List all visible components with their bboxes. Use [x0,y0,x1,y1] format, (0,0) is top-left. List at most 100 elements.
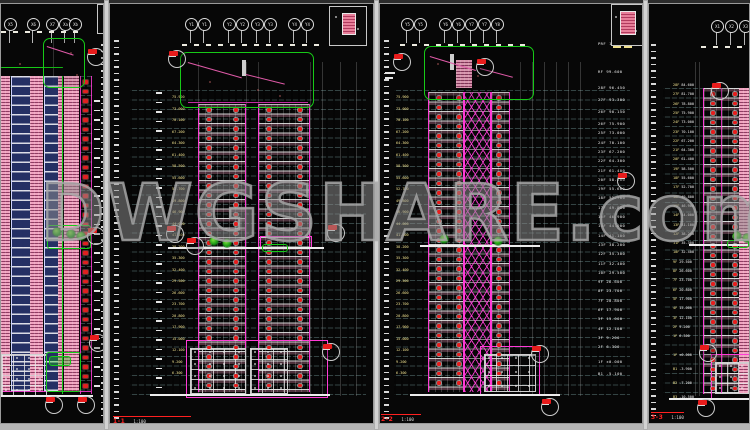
podium-green-outline [46,352,81,392]
floor-marker [234,174,238,178]
grid-bubble: Y6 [439,18,452,31]
detail-marker-tag [618,173,627,178]
level-dash [94,261,100,263]
ruler-tick [651,271,656,273]
ruler-tick [651,388,656,390]
ruler-tick [101,89,103,91]
level-row: 61.400 [396,152,409,157]
floor-marker [457,324,461,328]
ruler-tick [101,135,103,137]
floor-marker [298,203,302,207]
level-value: 44.000 [609,223,626,229]
floor-marker [497,115,501,119]
floor-marker [267,298,271,302]
level-label: 17F [598,204,607,210]
floor-marker [83,184,88,188]
detail-marker-tag [394,54,403,59]
floor-marker [267,203,271,207]
ruler-tick [101,291,103,293]
detail-marker-bar [88,54,95,55]
title-underline [651,412,684,413]
floor-marker [457,191,461,195]
level-value: 29.500 [609,269,626,275]
tree-icon [743,234,749,242]
level-value: ±0.000 [679,353,692,357]
floor-marker [711,234,715,238]
floor-marker [711,272,715,276]
level-row: 6.300 [396,371,407,375]
ruler-tick [101,297,103,299]
ruler-tick [384,118,389,120]
floor-marker [234,307,238,311]
drawing-title-label: 3-3 [651,414,664,421]
level-dash [156,196,162,198]
ruler-tick [101,388,103,390]
level-value: -7.200 [679,381,692,385]
level-label: 6F [598,307,604,312]
level-label: 7F [598,297,604,303]
detail-marker-bar [78,402,85,403]
ruler-tick [114,300,119,302]
level-value: 73.000 [609,130,626,136]
ruler-tick [651,128,656,130]
floor-marker [457,200,461,204]
grid-bubble: Y3 [251,18,264,31]
level-dash [156,320,162,322]
floor-marker [711,168,715,172]
ruler-tick [114,417,119,419]
level-row: 29.500 [172,279,185,283]
level-dash [156,234,162,236]
floor-marker [207,241,211,245]
level-label: 8F [673,269,678,273]
ruler-tick [651,167,656,169]
detail-marker-tag [700,345,709,350]
ruler-tick [101,193,103,195]
level-dash [94,290,100,292]
level-dash [156,263,162,265]
level-dash [94,271,100,273]
floor-marker [437,286,441,290]
detail-marker-tag [323,344,332,349]
level-dash [156,120,162,122]
ruler-tick [384,196,389,198]
level-row: 32.400 [172,267,185,272]
ruler-tick [651,291,656,293]
floor-marker [437,105,441,109]
floor-marker [733,111,737,115]
grid-line-v [544,62,545,396]
grid-bubble: X2 [725,20,738,33]
floor-marker [457,343,461,347]
grid-bubble: Y2 [223,18,236,31]
detail-marker-bar [542,404,549,405]
ruler-tick [114,105,119,107]
level-value: 12.100 [679,315,692,320]
detail-marker-tag [78,397,87,402]
grid-bubble-label: Y7 [469,21,474,27]
level-row: 55.600 [396,175,409,180]
level-value: ±0.000 [606,359,623,364]
ruler-tick [101,362,103,364]
base-line [150,394,330,396]
floor-marker [437,267,441,271]
level-row: 26.600 [396,290,409,295]
floor-marker [733,244,737,248]
roof-post [450,54,454,70]
bubble-stem [51,29,52,43]
floor-marker [298,241,302,245]
ruler-tick [114,222,119,224]
ruler-tick [384,79,389,81]
dimension-tick [194,44,199,46]
ruler-tick [101,154,103,156]
floor-marker [83,108,88,112]
floor-marker [457,134,461,138]
level-label: 26F [598,121,607,126]
level-value: 49.800 [681,194,694,199]
floor-marker [207,345,211,349]
floor-marker [267,374,271,378]
level-row: 38.200 [396,244,409,249]
